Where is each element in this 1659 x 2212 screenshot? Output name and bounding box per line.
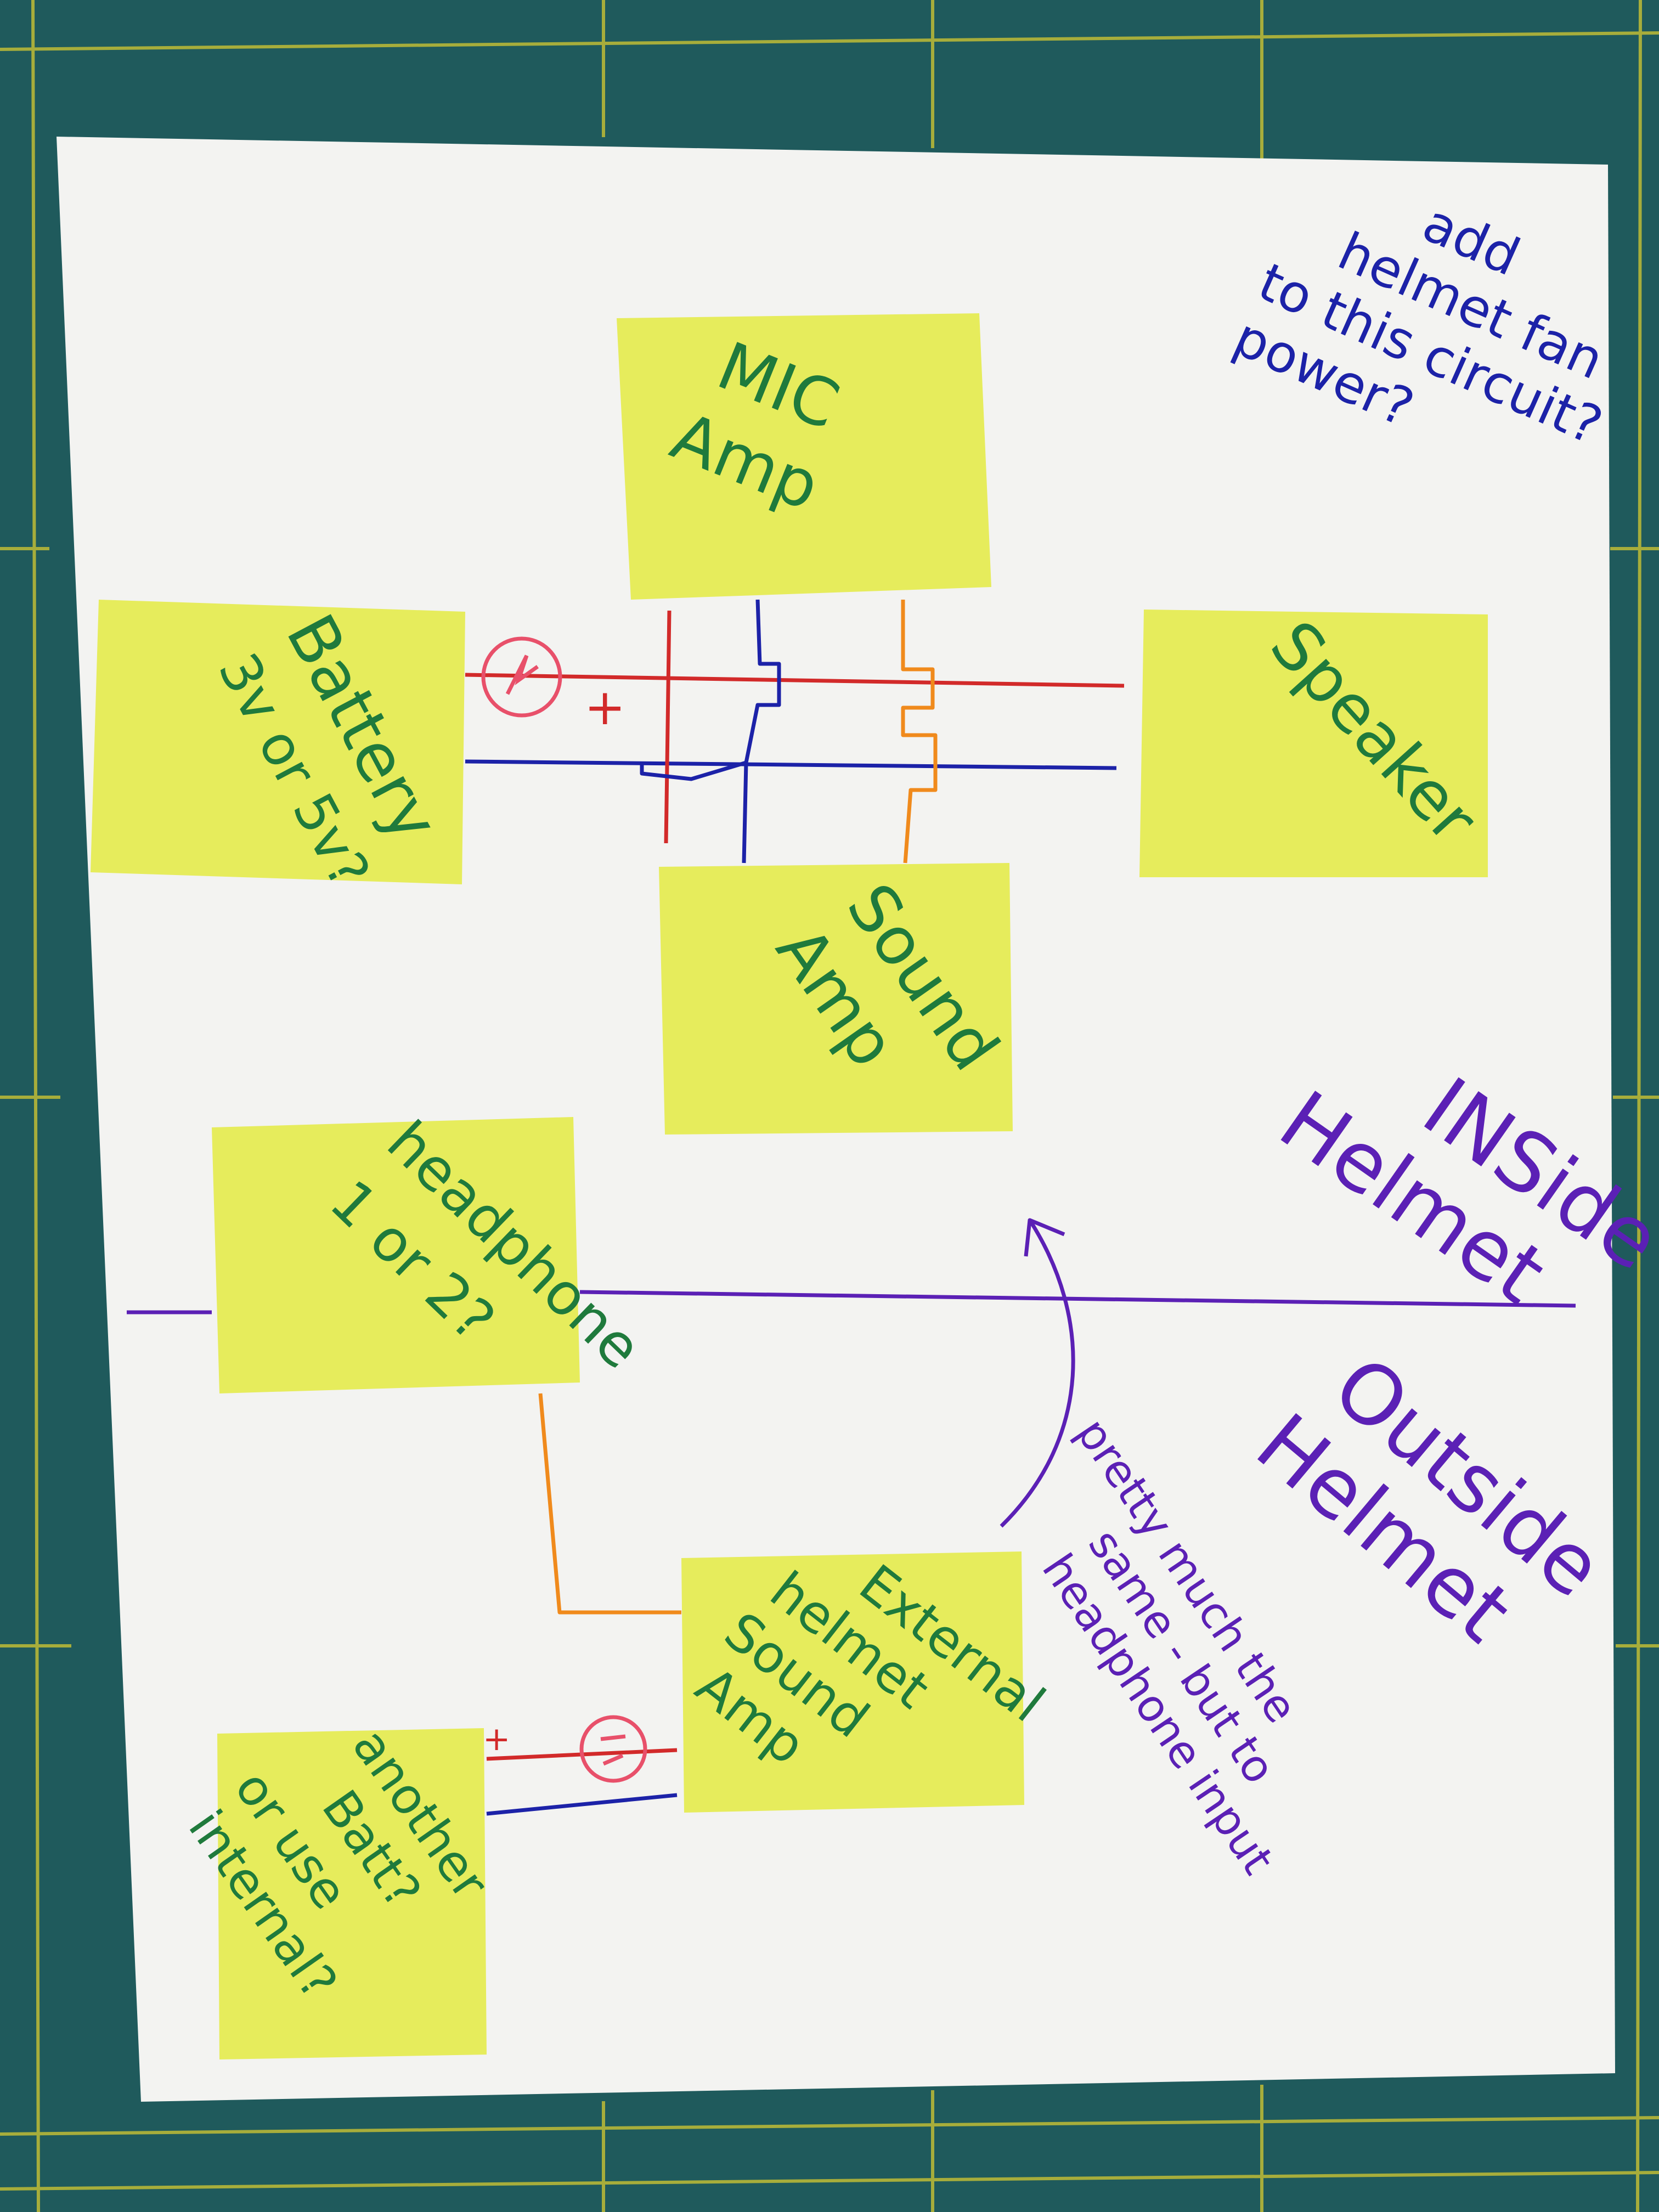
wires xyxy=(127,599,1576,1816)
wire-red-vertical xyxy=(664,610,672,844)
sticky-note-headphone xyxy=(212,1117,580,1393)
sticky-note-speaker xyxy=(1139,610,1488,877)
sticky-note-another-batt xyxy=(217,1728,487,2059)
sticky-note-mic-amp xyxy=(617,313,991,600)
fuse-icon xyxy=(481,636,562,718)
sticky-note-battery xyxy=(91,600,465,884)
wire-power-positive xyxy=(465,673,1125,688)
plus-sign: + xyxy=(584,679,625,736)
wire-power-negative xyxy=(465,759,1117,770)
arrow-head xyxy=(1024,1218,1065,1257)
arrow-curve xyxy=(1000,1219,1075,1528)
wire-external-negative xyxy=(486,1793,678,1816)
plus-sign: + xyxy=(483,1720,510,1758)
wire-orange-stair xyxy=(901,600,938,864)
fuse-icon xyxy=(579,1715,647,1783)
helmet-boundary-line xyxy=(579,1290,1576,1308)
sticky-note-sound-amp xyxy=(659,863,1013,1135)
sticky-note-external-amp xyxy=(681,1551,1024,1813)
wire-blue-stair xyxy=(640,599,781,781)
wire-headphone-to-external-amp xyxy=(538,1393,681,1615)
